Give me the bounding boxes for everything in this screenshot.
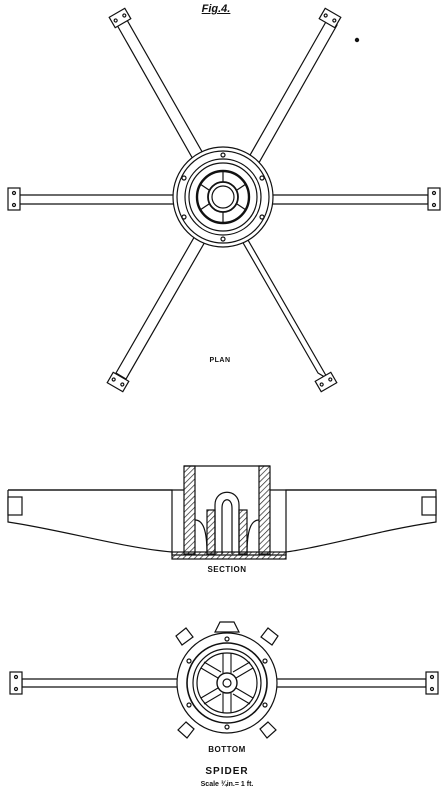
section-view [7,465,437,560]
bottom-view-label: BOTTOM [208,745,246,754]
bottom-bolt-holes [186,636,268,730]
section-body-outline [7,489,437,556]
section-hub-wall-left [183,465,196,555]
plan-arm-right [269,187,441,211]
plan-bolt-holes [181,152,265,242]
bottom-view [9,621,439,739]
section-hub-wall-right [258,465,271,555]
plan-hub [172,146,274,248]
figure-label: Fig.4. [201,3,231,15]
scale-note: Scale ¾in.= 1 ft. [200,781,254,788]
section-inner-sleeve [214,491,240,554]
bottom-hub [176,632,278,734]
drawing-title: SPIDER [205,766,249,777]
plan-view-label: PLAN [209,357,231,364]
section-base-plate [171,551,287,560]
plan-view [7,7,441,393]
bottom-lugs [175,621,279,739]
section-view-label: SECTION [207,565,247,574]
plan-arm-left [7,187,176,211]
